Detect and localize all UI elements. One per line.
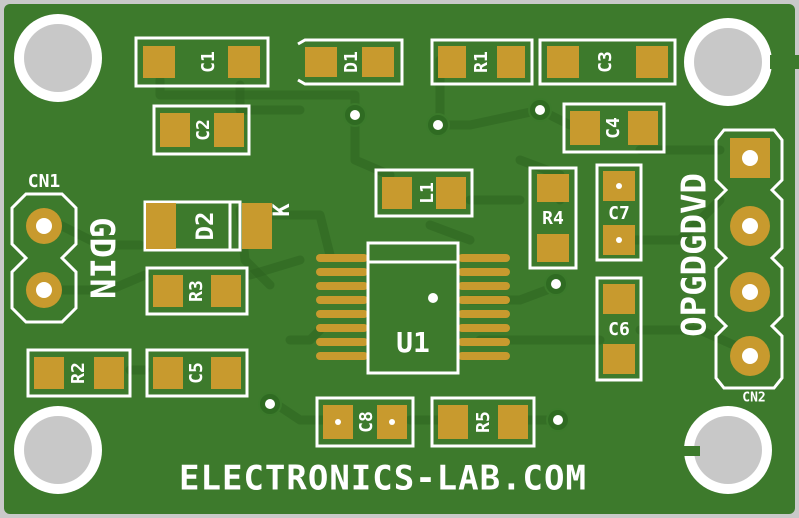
component-r3: R3 <box>145 266 249 316</box>
label-c5: C5 <box>186 362 207 384</box>
label-r1: R1 <box>471 51 492 73</box>
label-cn2: CN2 <box>742 391 765 406</box>
mounting-hole-top-left <box>14 14 102 102</box>
label-c4: C4 <box>603 117 624 139</box>
label-cn2-pins: OPGDGDVD <box>675 173 715 337</box>
component-c6: C6 <box>595 276 643 382</box>
label-d2: D2 <box>191 212 219 241</box>
component-c1: C1 <box>134 36 270 88</box>
label-r3: R3 <box>186 280 207 302</box>
label-d1: D1 <box>341 51 362 73</box>
label-cn1-pins: GDIN <box>82 217 122 299</box>
component-c4: C4 <box>562 102 666 154</box>
label-c2: C2 <box>193 119 214 141</box>
component-l1: L1 <box>374 168 474 218</box>
via <box>258 392 282 416</box>
label-c1: C1 <box>198 51 219 73</box>
mounting-hole-top-right <box>684 18 799 106</box>
label-cn1: CN1 <box>28 171 61 192</box>
component-r2: R2 <box>26 348 132 398</box>
component-d1: D1 <box>297 38 404 86</box>
component-c5: C5 <box>145 348 249 398</box>
via <box>546 408 570 432</box>
label-d2-cathode: K <box>270 203 295 217</box>
label-u1: U1 <box>396 326 430 359</box>
via <box>343 103 367 127</box>
footer-text: ELECTRONICS-LAB.COM <box>179 459 587 499</box>
label-l1: L1 <box>417 182 438 204</box>
label-c3: C3 <box>595 51 616 73</box>
label-c8: C8 <box>356 411 377 433</box>
u1-left-pins <box>316 254 368 360</box>
label-r2: R2 <box>68 362 89 384</box>
label-c6: C6 <box>608 319 630 340</box>
component-r1: R1 <box>430 38 534 86</box>
label-r5: R5 <box>473 411 494 433</box>
component-c8: C8 <box>315 396 415 448</box>
via <box>528 98 552 122</box>
label-c7: C7 <box>608 203 630 224</box>
component-c3: C3 <box>538 38 677 86</box>
vias <box>258 98 570 432</box>
connector-cn2: CN2 OPGDGDVD <box>675 128 784 406</box>
component-r5: R5 <box>430 396 536 448</box>
component-c2: C2 <box>152 104 251 156</box>
component-u1: U1 <box>316 241 510 375</box>
label-r4: R4 <box>542 208 564 229</box>
via <box>426 113 450 137</box>
connector-cn1: CN1 GDIN <box>10 171 122 324</box>
component-c7: C7 <box>595 163 643 262</box>
mounting-hole-bottom-left <box>14 406 102 494</box>
via <box>544 272 568 296</box>
component-d2: D2 K <box>143 200 295 252</box>
mounting-hole-bottom-right <box>680 406 772 494</box>
u1-right-pins <box>458 254 510 360</box>
component-r4: R4 <box>528 166 578 270</box>
